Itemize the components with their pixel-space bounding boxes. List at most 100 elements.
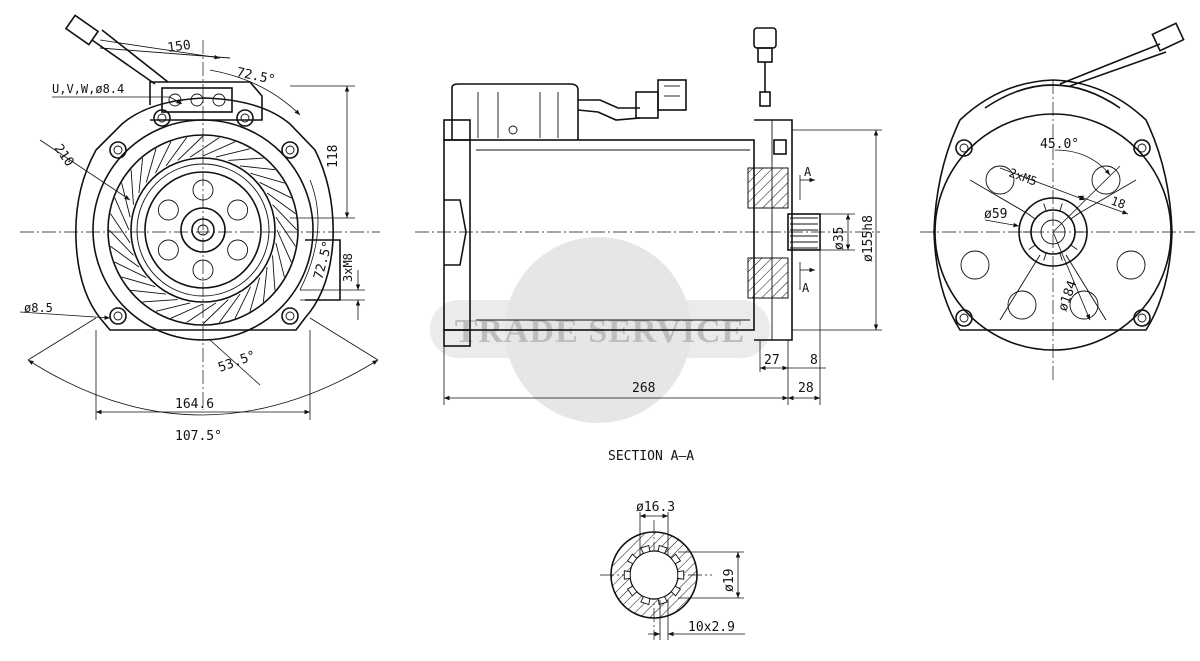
mount-bolt xyxy=(236,109,254,127)
front-label-side-angle: 72.5° xyxy=(311,239,336,281)
fan-blade xyxy=(186,302,217,323)
watermark-band xyxy=(430,300,770,358)
section-a-a: SECTION A–A ø16.3 ø19 10x2.9 xyxy=(600,449,745,640)
rear-hub-spline xyxy=(1043,252,1047,261)
rear-bolt-core xyxy=(959,313,969,323)
rear-hub-spline xyxy=(1028,214,1036,220)
side-section-marker-bottom: A xyxy=(802,281,810,295)
rear-label-threads: 2xM5 xyxy=(1007,166,1039,189)
side-label-length: 268 xyxy=(632,381,655,396)
watermark: TRADE SERVICE xyxy=(430,237,770,423)
rear-hub-spline xyxy=(1070,244,1078,250)
fan-blade xyxy=(108,229,134,256)
fan-blade xyxy=(138,157,144,194)
section-spline-tooth xyxy=(670,553,682,565)
fan-blade xyxy=(259,182,292,199)
fan-blade xyxy=(272,204,298,231)
mount-bolt xyxy=(281,141,299,159)
rear-bolt-core xyxy=(1137,143,1147,153)
fan-blade xyxy=(177,135,204,161)
fan-blade xyxy=(114,261,147,278)
mount-bolt-core xyxy=(113,145,123,155)
side-label-shaft-dia: ø35 xyxy=(832,227,847,250)
side-view: A A ø35 ø155h8 268 27 8 28 xyxy=(415,27,882,405)
rear-vent-hole xyxy=(960,250,990,280)
rear-hub-spline xyxy=(1059,252,1063,261)
rotor-hole xyxy=(227,239,249,261)
section-spline-tooth xyxy=(677,570,685,580)
front-label-terminals: U,V,W,ø8.4 xyxy=(52,82,124,96)
fan-blade xyxy=(275,216,296,247)
fan-blade xyxy=(130,169,134,205)
rear-bolt-core xyxy=(959,143,969,153)
fan-blade xyxy=(202,141,236,157)
rotor-hole xyxy=(157,199,179,221)
fan-blade xyxy=(275,242,285,278)
mount-bolt-core xyxy=(240,113,250,123)
rear-vent-hole xyxy=(1091,165,1121,195)
fan-blade xyxy=(189,137,220,158)
front-label-hole-dia: ø8.5 xyxy=(24,301,53,315)
rear-hub-spline xyxy=(1070,214,1078,220)
fan-blade xyxy=(266,192,296,215)
front-label-bolt-circle: 210 xyxy=(51,142,77,170)
rear-bolt xyxy=(955,309,973,327)
rear-bolt-core xyxy=(1137,313,1147,323)
section-spline-tooth xyxy=(626,585,638,597)
rear-bolt xyxy=(955,139,973,157)
fan-blade xyxy=(170,303,204,319)
side-label-shaft-length: 28 xyxy=(798,381,814,396)
mount-bolt-core xyxy=(285,145,295,155)
mount-bolt xyxy=(109,307,127,325)
front-label-arc-angle: 107.5° xyxy=(175,429,222,444)
fan-blade xyxy=(121,182,131,218)
rotor-hole xyxy=(192,259,214,281)
rotor-hole xyxy=(157,239,179,261)
fan-blade xyxy=(110,245,140,268)
fan-blade xyxy=(218,293,241,323)
rear-vent-hole xyxy=(1116,250,1146,280)
fan-blades xyxy=(108,135,298,325)
fan-blade xyxy=(202,299,229,325)
fan-blade xyxy=(276,229,292,263)
rear-label-bolt-circle: ø184 xyxy=(1056,279,1081,314)
fan-blade xyxy=(249,277,261,312)
fan-blade xyxy=(272,255,276,291)
fan-blade xyxy=(142,299,178,303)
front-label-width: 164.6 xyxy=(175,397,214,412)
section-label-root-dia: ø16.3 xyxy=(636,500,675,515)
fan-blade xyxy=(165,137,188,167)
side-section-marker-top: A xyxy=(804,165,812,179)
rear-bolt xyxy=(1133,309,1151,327)
section-label-outer-dia: ø19 xyxy=(722,569,737,592)
section-spline-tooth xyxy=(626,553,638,565)
fan-blade xyxy=(228,157,264,161)
section-spline-tooth xyxy=(670,585,682,597)
fan-blade xyxy=(130,289,167,295)
front-label-mount-holes: 3xM8 xyxy=(341,253,355,282)
rear-vent-hole xyxy=(1069,290,1099,320)
rear-hub-spline xyxy=(1059,203,1063,212)
rear-vent-hole xyxy=(985,165,1015,195)
side-label-shoulder: 27 xyxy=(764,353,780,368)
mount-bolt-core xyxy=(113,311,123,321)
front-label-lead-length: 150 xyxy=(166,38,191,56)
mount-bolt xyxy=(109,141,127,159)
fan-blade xyxy=(145,148,157,183)
mount-bolt xyxy=(281,307,299,325)
rear-label-thread-depth: 18 xyxy=(1109,194,1127,212)
fan-blade xyxy=(234,286,251,319)
fan-blade xyxy=(215,148,251,158)
fan-blade xyxy=(110,213,131,244)
front-view: 150 72.5° U,V,W,ø8.4 210 118 72.5° 3xM8 … xyxy=(19,14,380,444)
fan-blade xyxy=(155,302,191,312)
section-label-spline: 10x2.9 xyxy=(688,620,735,635)
front-label-bottom-angle: 53.5° xyxy=(216,348,258,375)
rear-view: 45.0° 2xM5 18 ø59 ø184 xyxy=(920,22,1195,380)
rear-bolt xyxy=(1133,139,1151,157)
fan-blade xyxy=(114,197,130,231)
front-label-height: 118 xyxy=(326,145,341,168)
section-spline-tooth xyxy=(657,596,668,606)
side-label-pilot-dia: ø155h8 xyxy=(861,215,876,262)
